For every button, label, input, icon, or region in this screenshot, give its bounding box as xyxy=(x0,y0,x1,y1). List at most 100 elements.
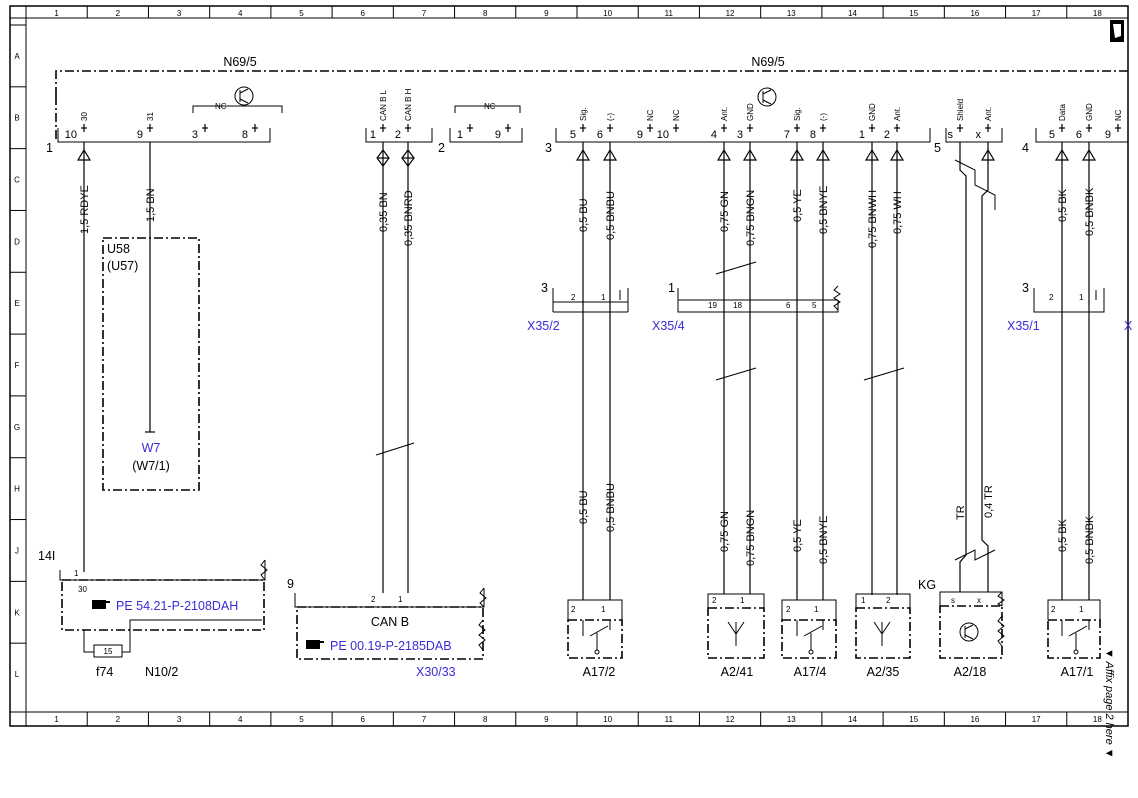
a17-4-pin: 1 xyxy=(814,605,819,614)
column-label: 11 xyxy=(665,9,674,18)
x35-4-pin: 6 xyxy=(786,301,791,310)
pin-label: Sig. xyxy=(793,107,802,121)
column-label: 3 xyxy=(177,9,182,18)
wire-arrow xyxy=(602,148,618,161)
column-label: 12 xyxy=(726,715,735,724)
n10-2-ref: PE 54.21-P-2108DAH xyxy=(116,599,238,613)
group-number: 1 xyxy=(46,141,53,155)
switch-icon xyxy=(796,620,824,655)
wire-label: 0,35 BN xyxy=(378,192,390,232)
x35-4-group: 1 xyxy=(668,281,675,295)
column-label: 7 xyxy=(422,9,427,18)
pin-label: Sig. xyxy=(579,107,588,121)
wire-arrow xyxy=(864,148,880,161)
f74-label: f74 xyxy=(96,665,113,679)
column-label: 18 xyxy=(1093,715,1102,724)
a2-18-box xyxy=(939,591,1005,659)
pin-number: 7 xyxy=(784,129,790,141)
pin-label: Shield xyxy=(956,99,965,121)
pin-label: CAN B L xyxy=(379,89,388,121)
wires xyxy=(83,142,1090,600)
nc-bracket: NC xyxy=(192,102,283,113)
pin-label: GND xyxy=(868,103,877,121)
wire-label: 0,5 YE xyxy=(792,519,804,552)
x35-1-group: 3 xyxy=(1022,281,1029,295)
x30-33-title: CAN B xyxy=(371,615,409,629)
pin-number: 1 xyxy=(859,129,865,141)
u58-label: U58 xyxy=(107,242,130,256)
pin-number: 9 xyxy=(1105,129,1111,141)
module-label-left: N69/5 xyxy=(223,55,256,69)
wire-label: 0,5 BU xyxy=(578,490,590,524)
pin-number: 2 xyxy=(395,129,401,141)
pin-label: GND xyxy=(1085,103,1094,121)
pin-label: NC xyxy=(1114,109,1123,121)
pin-number: 8 xyxy=(242,129,248,141)
x30-33-pin: 1 xyxy=(398,595,403,604)
a2-41-pin: 2 xyxy=(712,596,717,605)
a17-2-box xyxy=(567,599,623,659)
column-label: 2 xyxy=(116,715,121,724)
row-label: C xyxy=(14,176,20,185)
a17-1-box xyxy=(1047,599,1101,659)
wire-label: 0,5 BNBK xyxy=(1084,187,1096,236)
corner-logo xyxy=(1110,20,1124,42)
a17-1-pin: 2 xyxy=(1051,605,1056,614)
x35-1-pin: 2 xyxy=(1049,293,1054,302)
row-label: F xyxy=(15,361,20,370)
row-label: A xyxy=(14,52,20,61)
wire-arrow xyxy=(742,148,758,161)
column-label: 14 xyxy=(848,9,857,18)
row-label: L xyxy=(15,670,20,679)
wire-label: 0,75 BNGN xyxy=(745,510,757,566)
wire-label: 0,5 BK xyxy=(1057,188,1069,222)
pin-number: 1 xyxy=(457,129,463,141)
column-label: 2 xyxy=(116,9,121,18)
wire-label: 0,5 YE xyxy=(792,189,804,222)
a17-4-label: A17/4 xyxy=(794,665,827,679)
switch-icon xyxy=(582,620,611,655)
column-label: 8 xyxy=(483,715,488,724)
reference-hand-icon xyxy=(306,640,324,649)
group-number: 5 xyxy=(934,141,941,155)
column-label: 1 xyxy=(54,715,59,724)
connector-x35-1 xyxy=(1033,288,1105,313)
frame-border xyxy=(9,5,1129,727)
wire-label: 0,5 BNBU xyxy=(605,191,617,240)
column-label: 15 xyxy=(909,9,918,18)
wire-arrow xyxy=(789,148,805,161)
x35-2-pin: 1 xyxy=(601,293,606,302)
pin-number: 3 xyxy=(192,129,198,141)
x35-1-pin: 1 xyxy=(1079,293,1084,302)
pin-label: 30 xyxy=(80,112,89,121)
column-label: 18 xyxy=(1093,9,1102,18)
wire-label: 0,75 BNGN xyxy=(745,190,757,246)
x35-4-pin: 18 xyxy=(733,301,742,310)
column-label: 1 xyxy=(54,9,59,18)
transistor-icon xyxy=(234,86,254,106)
fuse-number: 15 xyxy=(104,647,113,656)
a17-4-pin: 2 xyxy=(786,605,791,614)
column-label: 13 xyxy=(787,715,796,724)
wire-label: 0,5 BNBU xyxy=(605,483,617,532)
column-label: 17 xyxy=(1032,715,1041,724)
wire-label: 0,75 GN xyxy=(719,511,731,552)
wire-arrows xyxy=(76,148,1097,167)
pin-number: x xyxy=(976,129,982,141)
wire-label: 0,5 BU xyxy=(578,198,590,232)
connector-x35-2 xyxy=(552,288,629,313)
column-label: 9 xyxy=(544,715,549,724)
pin-number: 10 xyxy=(657,129,669,141)
column-label: 17 xyxy=(1032,9,1041,18)
switch-icon xyxy=(1061,620,1090,655)
x30-33-label: X30/33 xyxy=(416,665,456,679)
column-label: 16 xyxy=(970,715,979,724)
x35-cut-label: X xyxy=(1124,319,1133,333)
a2-18-pin: s xyxy=(951,596,955,605)
column-label: 6 xyxy=(360,9,365,18)
group-number: 2 xyxy=(438,141,445,155)
column-label: 13 xyxy=(787,9,796,18)
connector-x35-4 xyxy=(677,285,841,313)
row-ticks xyxy=(10,24,26,644)
